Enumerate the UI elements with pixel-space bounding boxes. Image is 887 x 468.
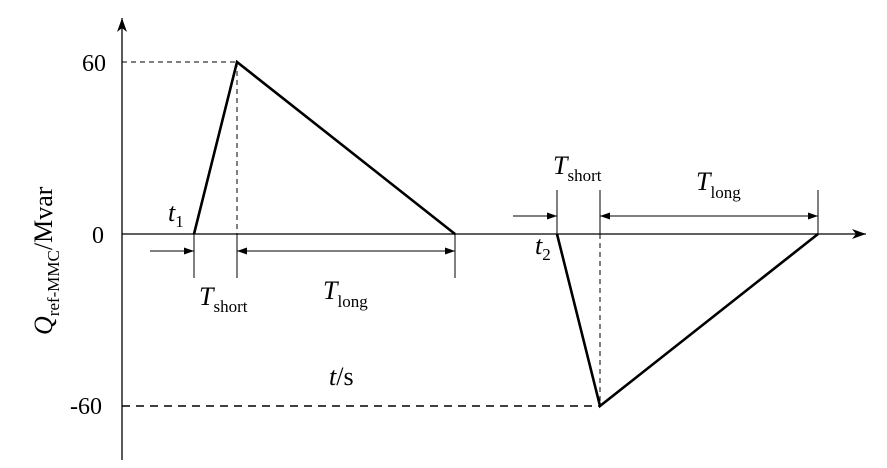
y-axis-label: Qref-MMC/Mvar xyxy=(29,186,63,335)
t-short-label-2: Tshort xyxy=(553,151,602,185)
y-tick-0: 0 xyxy=(92,223,104,249)
positive-pulse-profile xyxy=(192,59,456,236)
t-long-label-1: Tlong xyxy=(323,276,368,311)
t1-label: t1 xyxy=(168,198,184,231)
t2-label: t2 xyxy=(535,231,551,264)
y-tick-neg60: -60 xyxy=(70,394,102,420)
t-long-label-2: Tlong xyxy=(696,167,741,202)
x-axis-label: t/s xyxy=(329,362,354,391)
negative-pulse-profile xyxy=(555,232,819,409)
t-short-label-1: Tshort xyxy=(199,282,248,316)
y-tick-60: 60 xyxy=(82,51,106,77)
